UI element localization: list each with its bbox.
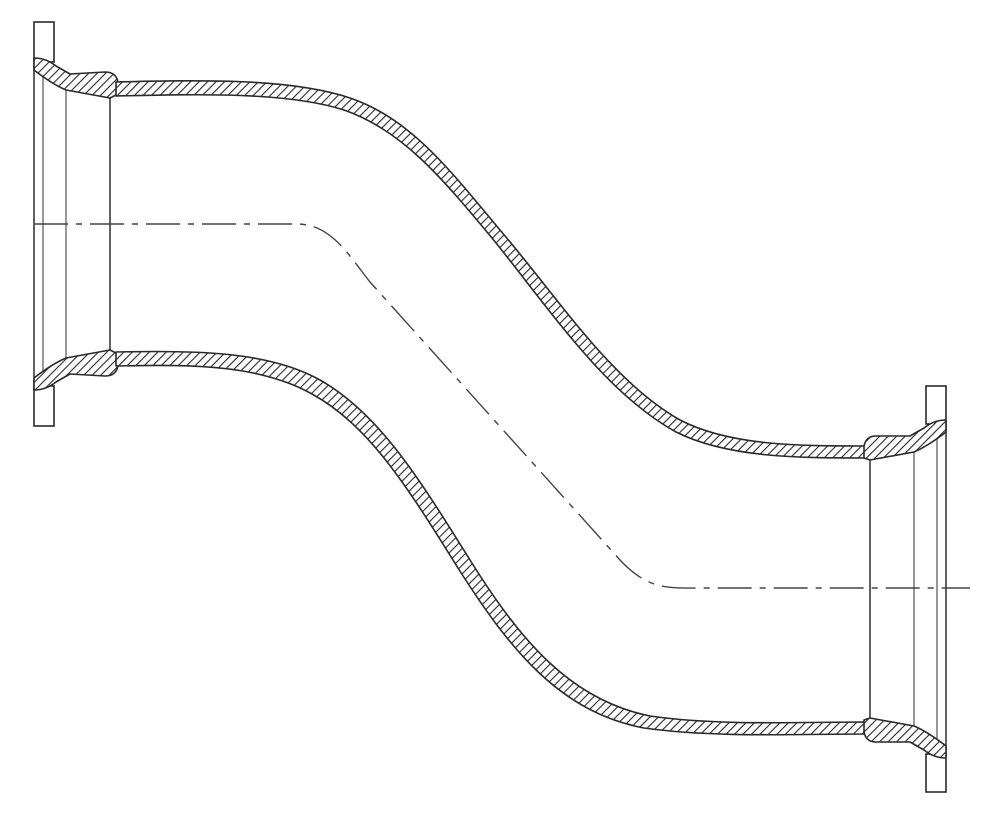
- left-flange: [33, 21, 119, 427]
- centerline: [34, 223, 970, 589]
- left-flange-bottom-tab: [33, 385, 55, 427]
- left-flange-top-hub: [33, 57, 119, 99]
- right-flange-bottom-hub: [863, 717, 947, 759]
- upper-wall: [115, 79, 867, 459]
- left-flange-bottom-hub: [33, 349, 119, 391]
- right-flange-bottom-tab: [925, 753, 947, 793]
- right-flange-top-hub: [863, 419, 947, 461]
- right-flange: [863, 385, 947, 793]
- right-flange-top-tab: [925, 385, 947, 425]
- lower-wall: [115, 350, 867, 736]
- left-flange-top-tab: [33, 21, 55, 63]
